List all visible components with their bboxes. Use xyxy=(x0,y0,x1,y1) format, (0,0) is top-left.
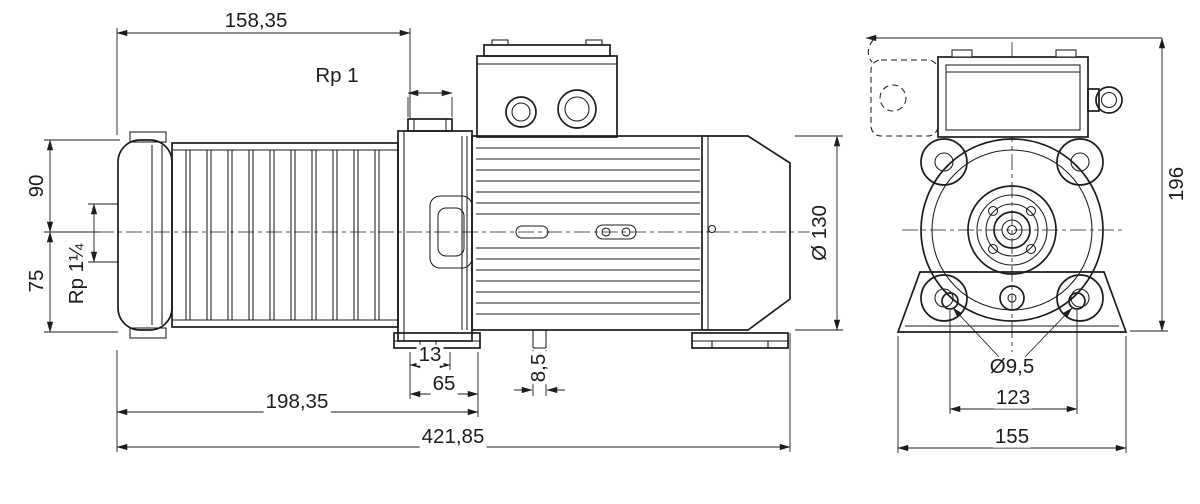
dim-total-length: 421,85 xyxy=(419,424,487,448)
pump-head xyxy=(397,130,473,342)
pump-feet xyxy=(393,330,789,349)
motor-front-foot xyxy=(532,330,547,349)
side-view-drawing xyxy=(98,39,814,349)
dim-head-foot-length: 65 xyxy=(430,371,458,395)
drain-plug xyxy=(999,285,1025,311)
dim-motor-diameter: Ø 130 xyxy=(807,203,831,263)
dim-discharge-port: Rp 1 xyxy=(313,63,361,87)
dim-suction-port: Rp 1¼ xyxy=(64,241,88,307)
front-cable-gland xyxy=(1087,86,1123,114)
dim-height-above-axis: 90 xyxy=(24,172,48,200)
terminal-box xyxy=(476,39,618,138)
cable-gland-icon xyxy=(505,89,597,129)
dim-axis-height: 75 xyxy=(24,267,48,295)
dim-foot-slot-width: 8,5 xyxy=(526,351,550,385)
motor-body xyxy=(471,135,703,331)
dim-foot-hole-spacing: 123 xyxy=(993,385,1033,409)
shaft-hub xyxy=(967,185,1057,275)
discharge-port xyxy=(407,118,453,132)
front-view-drawing xyxy=(867,39,1128,352)
pump-end-cap xyxy=(117,131,173,339)
dim-pump-length: 158,35 xyxy=(222,8,290,32)
fan-cover xyxy=(702,135,791,331)
front-terminal-box xyxy=(937,49,1089,138)
dim-head-foot-offset: 13 xyxy=(416,342,444,366)
pump-stage-casing xyxy=(171,142,399,328)
dim-pump-unit-length: 198,35 xyxy=(263,389,331,413)
motor-face xyxy=(920,138,1104,322)
dim-total-height: 196 xyxy=(1164,164,1188,204)
dim-foot-hole-diameter: Ø9,5 xyxy=(987,354,1037,378)
dim-foot-width: 155 xyxy=(992,424,1032,448)
front-feet xyxy=(896,271,1128,333)
alt-gland-position xyxy=(867,39,939,137)
